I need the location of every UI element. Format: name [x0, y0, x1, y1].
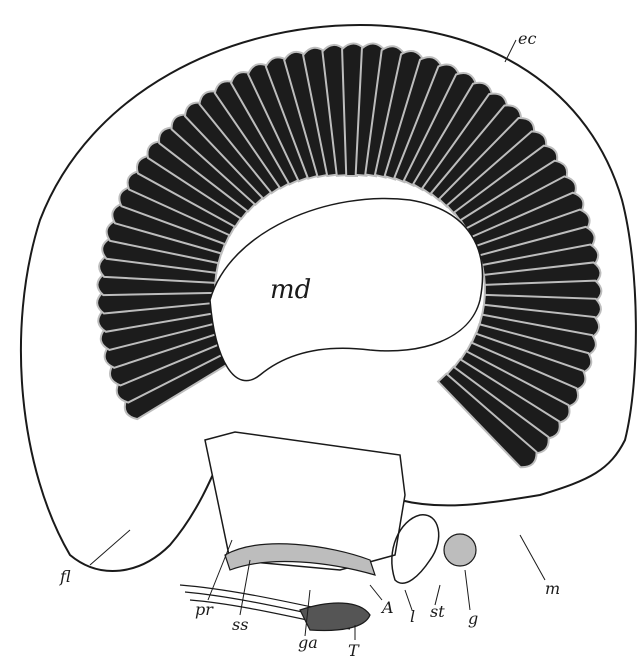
label-ec: ec — [518, 29, 536, 48]
label-ss: ss — [232, 615, 248, 634]
label-center-md: md — [270, 275, 311, 305]
label-A: A — [380, 598, 394, 617]
label-ga: ga — [298, 633, 318, 652]
label-T: T — [348, 641, 360, 660]
vesicle — [444, 534, 476, 566]
label-m: m — [545, 579, 560, 598]
foot-tentacle — [300, 603, 370, 630]
label-fl: fl — [59, 567, 71, 586]
label-pr: pr — [195, 600, 214, 619]
label-l: l — [410, 607, 415, 626]
label-st: st — [430, 602, 445, 621]
label-g: g — [468, 609, 478, 628]
